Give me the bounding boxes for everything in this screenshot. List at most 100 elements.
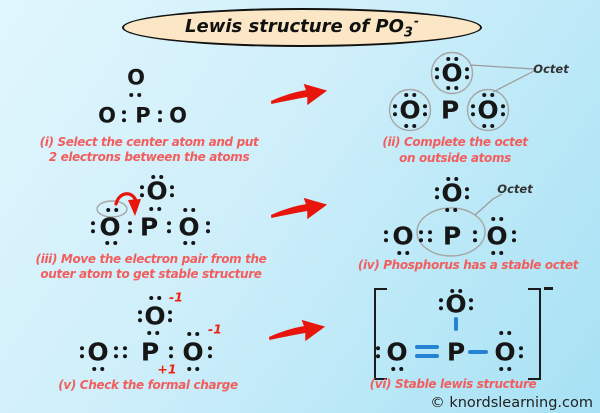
arrow-right-icon xyxy=(269,319,326,342)
lone-pair-dots xyxy=(384,230,388,242)
lone-pair-dots xyxy=(512,230,516,242)
atom-oxygen: O xyxy=(87,337,109,367)
step-vi-caption: (vi) Stable lewis structure xyxy=(369,377,537,391)
copyright-text: © knordslearning.com xyxy=(430,395,593,411)
octet-pointer-line xyxy=(474,193,503,216)
lone-pair-dots xyxy=(499,331,511,335)
atom-oxygen: O xyxy=(445,289,467,319)
bond-pair-dots xyxy=(473,230,477,242)
atom-oxygen: O xyxy=(494,337,516,367)
lone-pair-dots xyxy=(138,310,142,322)
double-bond xyxy=(415,354,439,358)
lone-pair-dots xyxy=(404,93,416,97)
lone-pair-dots xyxy=(469,298,473,310)
atom-phosphorus: P xyxy=(442,221,462,251)
lone-pair-dots xyxy=(439,298,443,310)
step-i-caption: 2 electrons between the atoms xyxy=(48,150,250,164)
lone-pair-dots xyxy=(91,221,95,233)
moving-electron-pair-dots xyxy=(106,208,118,212)
lone-pair-dots xyxy=(183,241,195,245)
octet-label: Octet xyxy=(497,182,533,196)
lone-pair-dots xyxy=(393,104,397,116)
lone-pair-dots xyxy=(501,104,505,116)
lone-pair-dots xyxy=(105,241,117,245)
atom-oxygen: O xyxy=(169,103,187,128)
atom-oxygen: O xyxy=(182,337,204,367)
lone-pair-dots xyxy=(187,367,199,371)
atom-phosphorus: P xyxy=(140,337,160,367)
lone-pair-dots xyxy=(183,208,195,212)
atom-oxygen: O xyxy=(146,176,168,206)
atom-oxygen: O xyxy=(127,65,145,90)
ion-charge-minus-icon xyxy=(544,287,553,290)
lone-pair-dots xyxy=(208,346,212,358)
title-banner: Lewis structure of PO3- xyxy=(122,8,482,47)
bond-pair-dots xyxy=(122,110,126,122)
formal-charge-label: +1 xyxy=(157,361,177,377)
step-i-caption: (i) Select the center atom and put xyxy=(39,135,259,149)
step-v-caption: (v) Check the formal charge xyxy=(58,378,238,392)
bond-pair-dots xyxy=(169,346,173,358)
lone-pair-dots xyxy=(206,221,210,233)
title-superscript: - xyxy=(413,14,419,29)
lone-pair-dots xyxy=(446,177,458,181)
bond-pair-dots xyxy=(446,86,458,90)
lone-pair-dots xyxy=(168,310,172,322)
atom-oxygen: O xyxy=(477,95,499,125)
atom-oxygen: O xyxy=(441,178,463,208)
title-subscript: 3 xyxy=(403,25,413,41)
atom-oxygen: O xyxy=(98,103,116,128)
double-bond-dots xyxy=(114,346,118,358)
bond-pair-dots xyxy=(147,331,159,335)
lone-pair-dots xyxy=(397,251,409,255)
title-text: Lewis structure of PO xyxy=(185,16,404,38)
lone-pair-dots xyxy=(519,346,523,358)
single-bond xyxy=(468,350,488,354)
lone-pair-dots xyxy=(450,289,462,293)
atom-phosphorus: P xyxy=(135,103,151,128)
single-bond xyxy=(454,317,458,331)
atom-phosphorus: P xyxy=(139,212,159,242)
bond-pair-dots xyxy=(129,93,141,97)
atom-oxygen: O xyxy=(386,337,408,367)
lone-pair-dots xyxy=(482,124,494,128)
octet-label: Octet xyxy=(533,62,569,76)
lone-pair-dots xyxy=(435,67,439,79)
lone-pair-dots xyxy=(187,332,199,336)
double-bond xyxy=(415,345,439,349)
atom-oxygen: O xyxy=(392,221,414,251)
arrow-right-icon xyxy=(271,197,328,220)
lone-pair-dots xyxy=(465,187,469,199)
lone-pair-dots xyxy=(482,93,494,97)
arrow-right-icon xyxy=(271,83,328,106)
lone-pair-dots xyxy=(149,296,161,300)
octet-pointer-line xyxy=(469,64,535,70)
lone-pair-dots xyxy=(376,346,380,358)
lone-pair-dots xyxy=(491,251,503,255)
bond-pair-dots xyxy=(128,221,132,233)
lone-pair-dots xyxy=(499,367,511,371)
bond-pair-dots xyxy=(167,221,171,233)
atom-oxygen: O xyxy=(441,58,463,88)
atom-oxygen: O xyxy=(178,212,200,242)
atom-phosphorus: P xyxy=(440,95,460,125)
lone-pair-dots xyxy=(151,175,163,179)
lone-pair-dots xyxy=(435,187,439,199)
step-iii-caption: (iii) Move the electron pair from the xyxy=(35,252,267,266)
bond-pair-dots xyxy=(149,207,161,211)
bond-pair-dots xyxy=(158,110,162,122)
formal-charge-label: -1 xyxy=(169,289,183,305)
lone-pair-dots xyxy=(80,346,84,358)
atom-oxygen: O xyxy=(99,212,121,242)
octet-pointer-line xyxy=(492,70,535,93)
curved-move-arrow-icon xyxy=(114,192,138,206)
lone-pair-dots xyxy=(391,367,403,371)
step-ii-caption: (ii) Complete the octet xyxy=(382,135,528,149)
lone-pair-dots xyxy=(170,185,174,197)
step-ii-caption: on outside atoms xyxy=(399,151,511,165)
atom-oxygen: O xyxy=(486,221,508,251)
double-bond-dots xyxy=(428,230,432,242)
lone-pair-dots xyxy=(404,124,416,128)
step-iv-caption: (iv) Phosphorus has a stable octet xyxy=(357,258,579,272)
